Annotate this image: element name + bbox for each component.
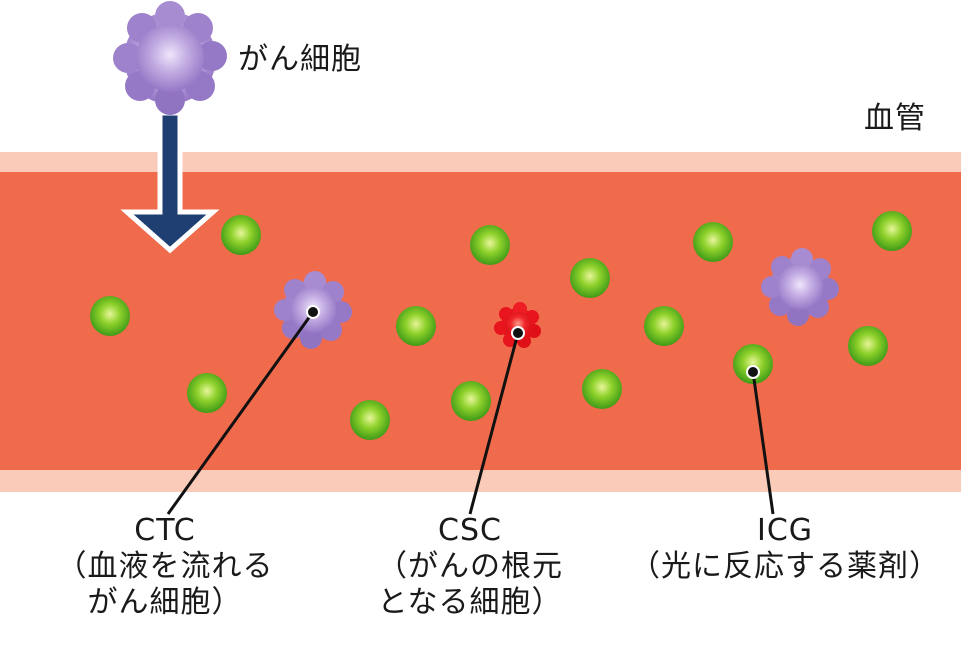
csc-caption: CSC （がんの根元 となる細胞）: [330, 513, 610, 621]
green-sphere-icon: [396, 306, 436, 346]
csc-caption-line2: （がんの根元: [377, 549, 563, 584]
ctc-caption-title: CTC: [134, 513, 196, 548]
green-sphere-icon: [187, 373, 227, 413]
green-sphere-icon: [570, 258, 610, 298]
ctc-caption-line3: がん細胞）: [87, 585, 243, 620]
ctc-cell-icon: [274, 271, 352, 349]
cancer-cell-icon: [761, 248, 839, 326]
down-arrow-icon: [120, 110, 220, 254]
green-sphere-icon: [872, 211, 912, 251]
ctc-leader-dot: [306, 305, 320, 319]
green-sphere-icon: [693, 222, 733, 262]
icg-caption: ICG （光に反応する薬剤）: [620, 513, 950, 585]
green-sphere-icon: [733, 344, 773, 384]
green-sphere-icon: [848, 326, 888, 366]
icg-leader-line: [751, 371, 775, 515]
ctc-leader-line: [166, 311, 315, 515]
csc-caption-title: CSC: [438, 513, 502, 548]
ctc-caption-line2: （血液を流れる: [56, 549, 274, 584]
csc-leader-dot: [511, 326, 525, 340]
green-sphere-icon: [221, 215, 261, 255]
ctc-caption: CTC （血液を流れる がん細胞）: [10, 513, 320, 621]
leader-lines: [166, 311, 775, 515]
vessel-wall-bottom: [0, 470, 961, 492]
green-sphere-icon: [350, 400, 390, 440]
cancer-cell-label: がん細胞: [238, 42, 362, 77]
icg-caption-line2: （光に反応する薬剤）: [630, 549, 940, 584]
green-sphere-icon: [90, 296, 130, 336]
green-sphere-icon: [644, 306, 684, 346]
icg-particles: [90, 211, 912, 440]
vessel-wall-top: [0, 152, 961, 172]
leader-dots: [306, 305, 760, 379]
icg-leader-dot: [746, 365, 760, 379]
green-sphere-icon: [470, 225, 510, 265]
csc-caption-line3: となる細胞）: [377, 585, 563, 620]
green-sphere-icon: [451, 381, 491, 421]
icg-caption-title: ICG: [756, 513, 814, 548]
csc-leader-line: [468, 332, 520, 515]
cancer-cell-icon: [113, 1, 227, 115]
blood-vessel-label: 血管: [864, 101, 926, 136]
green-sphere-icon: [582, 369, 622, 409]
